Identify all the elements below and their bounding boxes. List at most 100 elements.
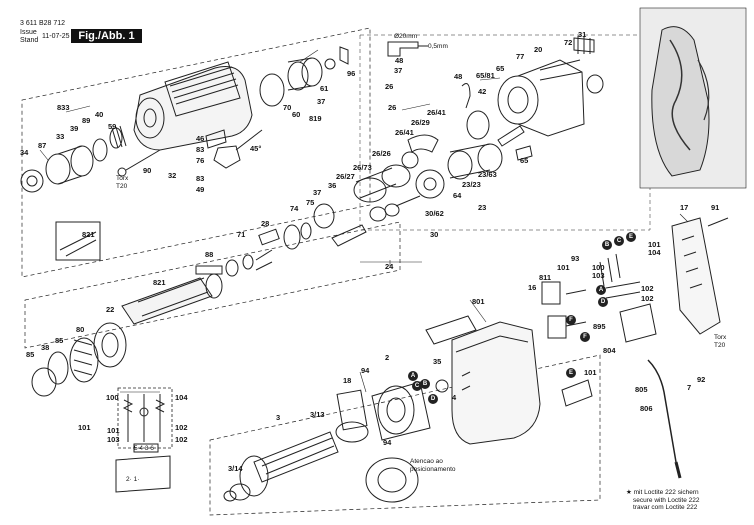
callout: 821 <box>82 230 95 239</box>
callout: 94 <box>361 366 370 375</box>
callout: 26 <box>385 82 394 91</box>
callout: 87 <box>38 141 47 150</box>
figure-title: Fig./Abb. 1 <box>71 29 142 43</box>
callout: 26/27 <box>336 172 355 181</box>
callout: 100 <box>592 263 605 272</box>
callout: 93 <box>571 254 580 263</box>
callout: 35 <box>433 357 442 366</box>
wire-badge-e: E <box>566 368 576 378</box>
callout: 70 <box>283 103 292 112</box>
issue-date: 11-07-25 <box>42 33 70 40</box>
wire-badge-c2: C <box>614 236 624 246</box>
callout: 37 <box>394 66 403 75</box>
callout: 46 <box>196 134 205 143</box>
callout: 37 <box>313 188 322 197</box>
callout: 26/41 <box>395 128 414 137</box>
callout: 60 <box>292 110 301 119</box>
callout: 806 <box>640 404 653 413</box>
callout: 101 <box>557 263 570 272</box>
callout: 34 <box>20 148 29 157</box>
wire-badge-f: F <box>580 332 590 342</box>
callout: 96 <box>347 69 356 78</box>
callout: 48 <box>395 56 404 65</box>
callout: 101 <box>78 423 91 432</box>
callout: 26/41 <box>427 108 446 117</box>
callout: 18 <box>343 376 352 385</box>
callout: 3/13 <box>310 410 325 419</box>
callout: 83 <box>196 174 205 183</box>
callout: 23/23 <box>462 180 481 189</box>
callout: 30/62 <box>425 209 444 218</box>
callout: 48 <box>454 72 463 81</box>
callout: 31 <box>578 30 587 39</box>
callout: 49 <box>196 185 205 194</box>
issue-label: Issue <box>20 29 37 36</box>
callout: 74 <box>290 204 299 213</box>
callout: 101 <box>648 240 661 249</box>
gap-note: 0,5mm <box>428 43 448 50</box>
wire-badge-b2: B <box>602 240 612 250</box>
callout: 7 <box>687 383 692 392</box>
callout: 39 <box>70 124 79 133</box>
callout: 3 <box>276 413 281 422</box>
callout: 28 <box>261 219 270 228</box>
callout: 103 <box>107 435 120 444</box>
callout: 833 <box>57 103 70 112</box>
wire-badge-f2: F <box>566 315 576 325</box>
loctite-note: ★ mit Loctite 222 sichern secure with Lo… <box>626 489 700 511</box>
callout: 85 <box>55 336 64 345</box>
callout: 23/63 <box>478 170 497 179</box>
stand-label: Stand <box>20 37 39 44</box>
callout: 2 <box>385 353 390 362</box>
callout: 102 <box>641 294 654 303</box>
callout: 72 <box>564 38 573 47</box>
callout: 101 <box>107 426 120 435</box>
callout: 83 <box>196 145 205 154</box>
callout: 26/26 <box>372 149 391 158</box>
part-number: 3 611 B28 712 <box>20 20 66 27</box>
callout: 61 <box>320 84 329 93</box>
callout: 42 <box>478 87 487 96</box>
callout: 104 <box>648 248 661 257</box>
callout: 59 <box>108 122 117 131</box>
callout: 26/29 <box>411 118 430 127</box>
callout: 91 <box>711 203 720 212</box>
callout: 30 <box>430 230 439 239</box>
callout: 102 <box>175 423 188 432</box>
callout: 75 <box>306 198 315 207</box>
callout: 805 <box>635 385 648 394</box>
callout: 64 <box>453 191 462 200</box>
callout: 103 <box>592 271 605 280</box>
callout: 32 <box>168 171 177 180</box>
callout: 92 <box>697 375 706 384</box>
callout: 104 <box>175 393 188 402</box>
callout: 85 <box>26 350 35 359</box>
callout: 100 <box>106 393 119 402</box>
wire-badge-d2: D <box>598 297 608 307</box>
callout: 3/14 <box>228 464 243 473</box>
callout: 26/73 <box>353 163 372 172</box>
callout: 94 <box>383 438 392 447</box>
wire-badge-a: A <box>408 371 418 381</box>
callout: 26 <box>388 103 397 112</box>
callout: 821 <box>153 278 166 287</box>
gear-symbols: 2· 1· <box>126 476 140 483</box>
wire-badge-a2: A <box>596 285 606 295</box>
callout: 36 <box>328 181 337 190</box>
callout: 40 <box>95 110 104 119</box>
callout: 33 <box>56 132 65 141</box>
callout: 20 <box>534 45 543 54</box>
callout: 37 <box>317 97 326 106</box>
callout: 88 <box>205 250 214 259</box>
callout: 23 <box>478 203 487 212</box>
callout: 65 <box>520 156 529 165</box>
callout: 17 <box>680 203 689 212</box>
callout: 895 <box>593 322 606 331</box>
callout: 65 <box>496 64 505 73</box>
callout: 22 <box>106 305 115 314</box>
callout: 38 <box>41 343 50 352</box>
callout: 801 <box>472 297 485 306</box>
